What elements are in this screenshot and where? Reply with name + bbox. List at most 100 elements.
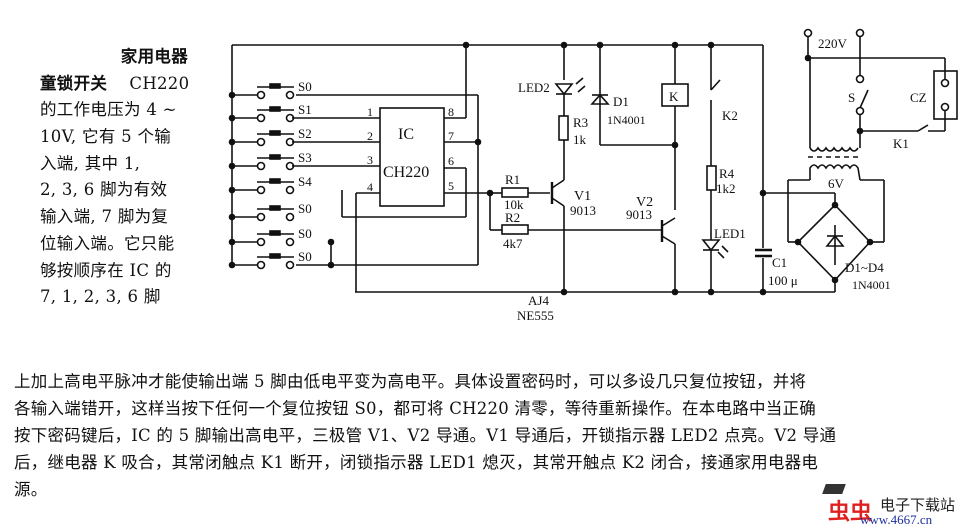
junction-dot (671, 288, 679, 296)
switch-terminal (256, 113, 266, 123)
switch-button (269, 230, 281, 236)
c1-label: C1 (772, 255, 787, 270)
paragraph-line: 各输入端错开，这样当按下任何一个复位按钮 S0，都可将 CH220 清零，等待重… (14, 399, 817, 418)
switch-label: S3 (298, 150, 312, 165)
junction-dot (560, 288, 568, 296)
switch-terminal (285, 185, 295, 195)
pushbutton-switch: S1 (228, 102, 312, 123)
switch-terminal (285, 237, 295, 247)
switch-button (269, 130, 281, 136)
led2-emit-arrow (575, 77, 584, 85)
junction-dot (831, 276, 839, 284)
socket-terminal (940, 78, 950, 88)
switch-terminal (256, 90, 266, 100)
relay-contact-k1 (917, 124, 929, 132)
paragraph-line: 后，继电器 K 吸合，其常闭触点 K1 断开，闭锁指示器 LED1 熄灭，其常开… (14, 453, 819, 472)
switch-terminal (256, 212, 266, 222)
switch-label: S0 (298, 201, 312, 216)
junction-dot (327, 238, 335, 246)
switch-terminal (256, 137, 266, 147)
pin-label-8: 8 (448, 105, 454, 119)
paragraph-line: 源。 (14, 480, 48, 499)
junction-dot (228, 186, 236, 194)
junction-dot (228, 213, 236, 221)
junction-dot (474, 138, 482, 146)
side-line: 够按顺序在 IC 的 (40, 260, 172, 280)
switch-button (269, 178, 281, 184)
junction-dot (671, 141, 679, 149)
pin-label-6: 6 (448, 154, 454, 168)
junction-dot (596, 41, 604, 49)
junction-dot (804, 54, 812, 62)
led1-emit-arrow (721, 245, 729, 253)
watermark-url: www.4667.cn (860, 512, 933, 527)
switch-label: S2 (298, 126, 312, 141)
bridge-part: 1N4001 (852, 278, 891, 292)
pushbutton-switch: S0 (228, 201, 312, 222)
side-line: 7, 1, 2, 3, 6 脚 (40, 287, 161, 307)
paragraph-line: 上加上高电平脉冲才能使输出端 5 脚由低电平变为高电平。具体设置密码时，可以多设… (14, 372, 807, 391)
switch-button (269, 83, 281, 89)
switch-s-label: S (848, 90, 855, 105)
switch-label: S1 (298, 102, 312, 117)
side-line: 输入端, 7 脚为复 (40, 207, 169, 227)
pin-label-1: 1 (367, 105, 373, 119)
transistor-v2-collector (661, 217, 676, 227)
ic-name: IC (398, 126, 414, 143)
r1-label: R1 (505, 172, 520, 187)
transformer-secondary-coil (809, 164, 861, 181)
side-line: 10V, 它有 5 个输 (40, 127, 172, 147)
r2-value: 4k7 (503, 236, 523, 251)
pushbutton-switch: S4 (228, 174, 312, 195)
pin-label-7: 7 (448, 129, 454, 143)
v2-part: 9013 (626, 207, 652, 222)
pushbutton-switch: S0 (228, 226, 312, 247)
transistor-v1-emitter (551, 197, 565, 207)
mains-terminal (803, 28, 813, 38)
r4-label: R4 (719, 166, 735, 181)
k2-label: K2 (722, 108, 738, 123)
switch-label: S0 (298, 226, 312, 241)
pin-label-4: 4 (367, 180, 373, 194)
side-line: 入端, 其中 1, (40, 153, 141, 173)
transistor-v2-emitter (661, 235, 676, 245)
junction-dot (759, 288, 767, 296)
side-line: 的工作电压为 4 ~ (40, 100, 177, 120)
relay-label: K (669, 89, 679, 104)
ic-part: CH220 (383, 164, 429, 181)
junction-dot (228, 138, 236, 146)
transformer-primary-coil (809, 146, 859, 152)
led1-label: LED1 (714, 226, 746, 241)
pushbutton-switch: S0 (228, 79, 312, 100)
side-line: 位输入端。它只能 (40, 233, 175, 253)
pushbutton-switch: S0 (228, 249, 312, 270)
k1-label: K1 (893, 136, 909, 151)
diode-d1 (590, 93, 610, 105)
junction-dot (228, 261, 236, 269)
ic-chip (379, 107, 445, 207)
switch-button (269, 205, 281, 211)
v1-part: 9013 (570, 203, 596, 218)
graduation-cap-icon (822, 484, 846, 494)
junction-dot (707, 41, 715, 49)
body-paragraph: 上加上高电平脉冲才能使输出端 5 脚由低电平变为高电平。具体设置密码时，可以多设… (14, 368, 974, 503)
switch-terminal (256, 161, 266, 171)
relay-contact-k2 (710, 79, 721, 91)
paragraph-line: 按下密码键后，IC 的 5 脚输出高电平，三极管 V1、V2 导通。V1 导通后… (14, 426, 837, 445)
junction-dot (707, 288, 715, 296)
v2-label: V2 (636, 195, 653, 210)
bridge-diode-symbol (825, 234, 845, 247)
switch-terminal (285, 212, 295, 222)
led1-emit-arrow (717, 251, 725, 259)
switch-terminal (285, 90, 295, 100)
side-line: 2, 3, 6 脚为有效 (40, 180, 168, 200)
article-title-line1: 家用电器 (120, 47, 188, 66)
r3-value: 1k (573, 132, 587, 147)
led1-diode (701, 239, 721, 252)
transformer-secondary-label: 6V (828, 176, 845, 191)
resistor-r3 (558, 115, 569, 141)
d1-label: D1 (613, 94, 629, 109)
note-line1: AJ4 (528, 293, 549, 308)
resistor-r1 (501, 187, 529, 198)
